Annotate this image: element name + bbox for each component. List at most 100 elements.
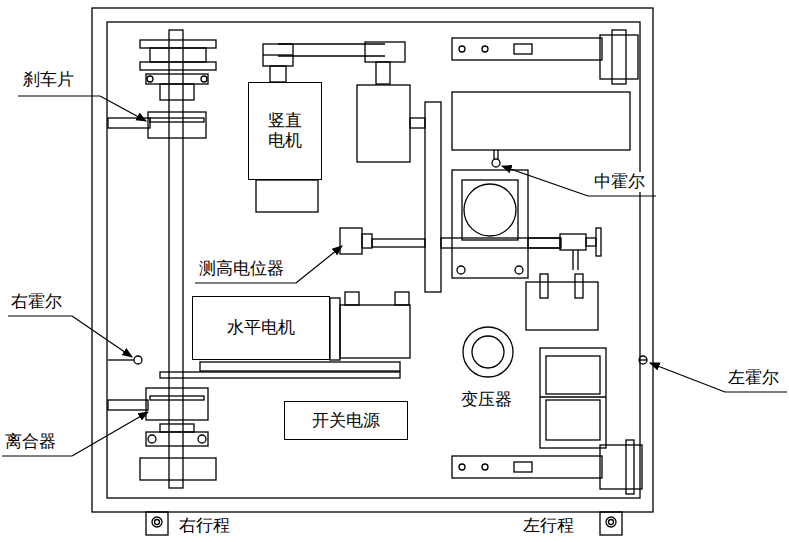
machine-part	[560, 234, 586, 250]
machine-part	[588, 195, 656, 196]
machine-part	[457, 266, 465, 274]
machine-part	[526, 282, 598, 330]
machine-part	[577, 250, 578, 270]
machine-part	[575, 274, 583, 298]
machine-part	[459, 46, 465, 52]
machine-part	[155, 520, 160, 525]
machine-part	[340, 305, 410, 358]
machine-part	[586, 238, 596, 246]
box-label: 竖直电机	[267, 111, 303, 151]
machine-part	[100, 96, 146, 121]
machine-part	[362, 234, 372, 248]
machine-part	[146, 432, 208, 446]
machine-part	[107, 22, 640, 498]
feet	[146, 512, 622, 535]
machine-part	[72, 412, 148, 456]
machine-part	[546, 356, 600, 394]
box-label: 开关电源	[312, 411, 380, 431]
machine-part	[195, 282, 296, 283]
machine-part	[296, 246, 342, 283]
housing	[92, 8, 653, 512]
machine-part	[725, 391, 787, 392]
machine-part	[357, 85, 410, 162]
part-label: 左霍尔	[727, 368, 780, 388]
machine-part	[198, 435, 206, 443]
machine-part	[452, 170, 528, 278]
machine-part	[201, 76, 207, 82]
machine-part	[596, 228, 601, 256]
part-label: 左行程	[522, 516, 575, 536]
hall-sensors	[108, 150, 647, 364]
machine-part	[108, 400, 148, 410]
machine-part	[612, 30, 626, 84]
machine-part	[160, 424, 194, 432]
machine-part	[650, 363, 725, 392]
machine-part	[540, 274, 548, 298]
machine-part	[2, 455, 72, 456]
machine-part	[452, 38, 602, 60]
height-mechanism	[340, 92, 630, 330]
machine-part	[160, 372, 400, 378]
machine-part	[263, 44, 293, 66]
machine-part	[340, 228, 362, 254]
machine-part	[540, 348, 606, 448]
machine-part	[464, 184, 516, 236]
machine-part	[148, 435, 156, 443]
machine-part	[492, 159, 500, 167]
part-label: 离合器	[4, 432, 57, 452]
machine-part	[452, 92, 630, 150]
machine-part	[140, 40, 216, 48]
machine-part	[395, 292, 409, 305]
machine-part	[493, 150, 494, 160]
motor-box: 竖直电机	[248, 82, 322, 180]
machine-part	[514, 462, 532, 472]
machine-part	[140, 62, 216, 70]
machine-part	[441, 238, 561, 248]
machine-part	[462, 180, 518, 240]
machine-part	[18, 95, 100, 96]
machine-part	[270, 66, 286, 82]
machine-part	[410, 118, 425, 128]
machine-part	[600, 512, 622, 535]
machine-part	[372, 239, 425, 247]
machine-part	[606, 517, 616, 527]
machine-part	[497, 150, 498, 160]
machine-part	[146, 512, 168, 535]
machine-part	[600, 445, 642, 489]
machine-part	[146, 74, 208, 84]
machine-part	[572, 250, 573, 270]
machine-part	[200, 362, 400, 371]
machine-part	[376, 62, 390, 84]
motor-box: 水平电机	[192, 296, 330, 360]
machine-part	[108, 359, 134, 360]
part-label: 变压器	[460, 390, 513, 410]
machine-part	[463, 327, 513, 377]
machine-part	[160, 84, 194, 100]
machine-part	[609, 520, 614, 525]
machine-part	[150, 118, 204, 122]
machine-part	[528, 238, 560, 248]
machine-part	[150, 48, 206, 62]
box-label: 水平电机	[227, 318, 295, 338]
machine-part	[146, 388, 208, 420]
machine-part	[345, 292, 359, 305]
part-label: 右行程	[178, 516, 231, 536]
machine-part	[639, 356, 647, 364]
transformer	[463, 327, 606, 448]
machine-part	[482, 46, 488, 52]
machine-part	[8, 315, 72, 316]
machine-part	[147, 76, 153, 82]
machine-part	[365, 42, 405, 62]
machine-part	[92, 8, 653, 512]
machine-part	[600, 35, 638, 79]
machine-part	[134, 356, 142, 364]
limit-arms	[452, 30, 642, 494]
machine-part	[169, 30, 183, 488]
part-label: 测高电位器	[198, 259, 285, 279]
machine-part	[540, 396, 606, 397]
machine-part	[256, 180, 318, 212]
machine-part	[546, 400, 600, 440]
machine-part	[140, 458, 216, 480]
